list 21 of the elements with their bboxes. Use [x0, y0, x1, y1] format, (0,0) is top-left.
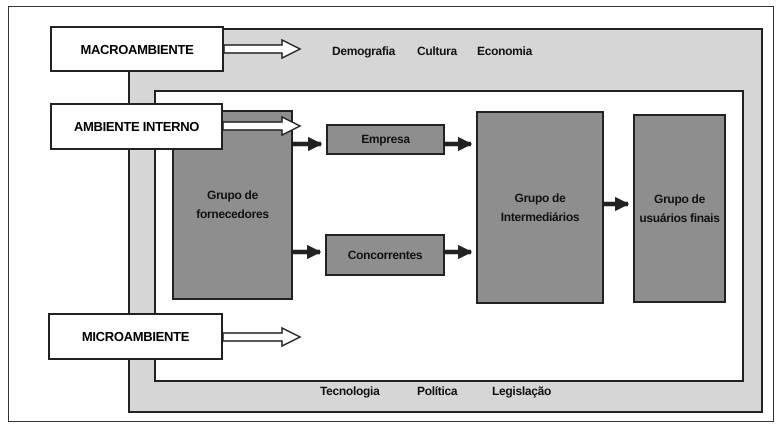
environment-factor: Demografia — [332, 44, 396, 58]
environment-factor: Legislação — [492, 384, 552, 398]
group-box: Grupo de Intermediários — [476, 111, 604, 304]
hollow-arrow — [222, 116, 302, 136]
group-box: Grupo de usuários finais — [633, 114, 726, 303]
environment-factor: Política — [417, 384, 458, 398]
hollow-arrow — [222, 326, 302, 348]
arrow — [443, 136, 472, 152]
arrow — [291, 244, 322, 260]
environment-factor: Cultura — [417, 44, 457, 58]
environment-label: AMBIENTE INTERNO — [50, 103, 223, 150]
environment-factor: Tecnologia — [320, 384, 380, 398]
process-box: Empresa — [326, 124, 445, 155]
hollow-arrow — [223, 38, 302, 60]
environment-label: MACROAMBIENTE — [50, 26, 224, 72]
arrow — [443, 244, 472, 260]
arrow — [602, 196, 630, 212]
environment-factor: Economia — [477, 44, 532, 58]
process-box: Concorrentes — [325, 234, 445, 276]
arrow — [291, 136, 322, 152]
environment-label: MICROAMBIENTE — [48, 313, 223, 360]
